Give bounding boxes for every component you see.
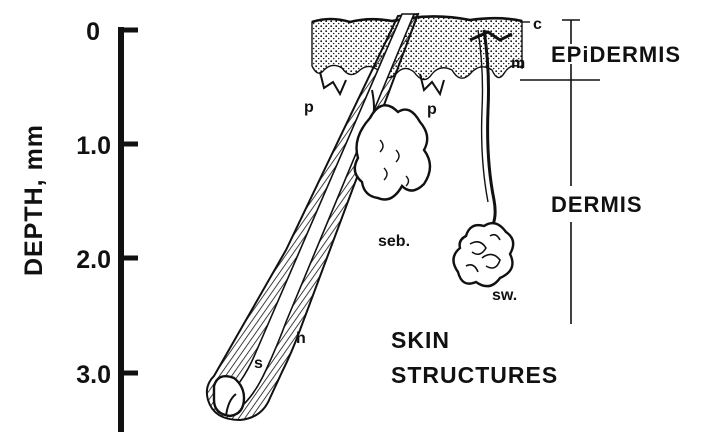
caption-line-1: SKIN — [391, 327, 450, 353]
epidermis-label: EPiDERMIS — [551, 42, 681, 67]
tick-label-2: 2.0 — [76, 246, 111, 274]
dermis-label: DERMIS — [551, 192, 643, 217]
tick-label-0: 0 — [86, 18, 100, 46]
hair-follicle — [207, 14, 418, 420]
epidermis-band — [312, 16, 522, 94]
epidermis-layer — [312, 16, 522, 79]
label-m: m — [511, 55, 525, 72]
label-h: h — [296, 330, 306, 347]
hair-bulb — [214, 376, 244, 416]
sweat-coil — [453, 223, 513, 286]
tick-label-1: 1.0 — [76, 132, 111, 160]
tick-label-3: 3.0 — [76, 361, 111, 389]
axis-label: DEPTH, mm — [20, 124, 48, 276]
caption-line-2: STRUCTURES — [391, 362, 558, 388]
label-sw: sw. — [492, 287, 517, 304]
label-seb: seb. — [378, 233, 410, 250]
label-p-right: p — [427, 101, 437, 118]
papilla-left — [320, 72, 346, 94]
label-p-left: p — [304, 99, 314, 116]
label-s: s — [254, 355, 263, 372]
hair-shaft — [232, 14, 414, 404]
depth-axis: 0 1.0 2.0 3.0 DEPTH, mm — [20, 18, 138, 432]
label-c: c — [533, 16, 542, 33]
